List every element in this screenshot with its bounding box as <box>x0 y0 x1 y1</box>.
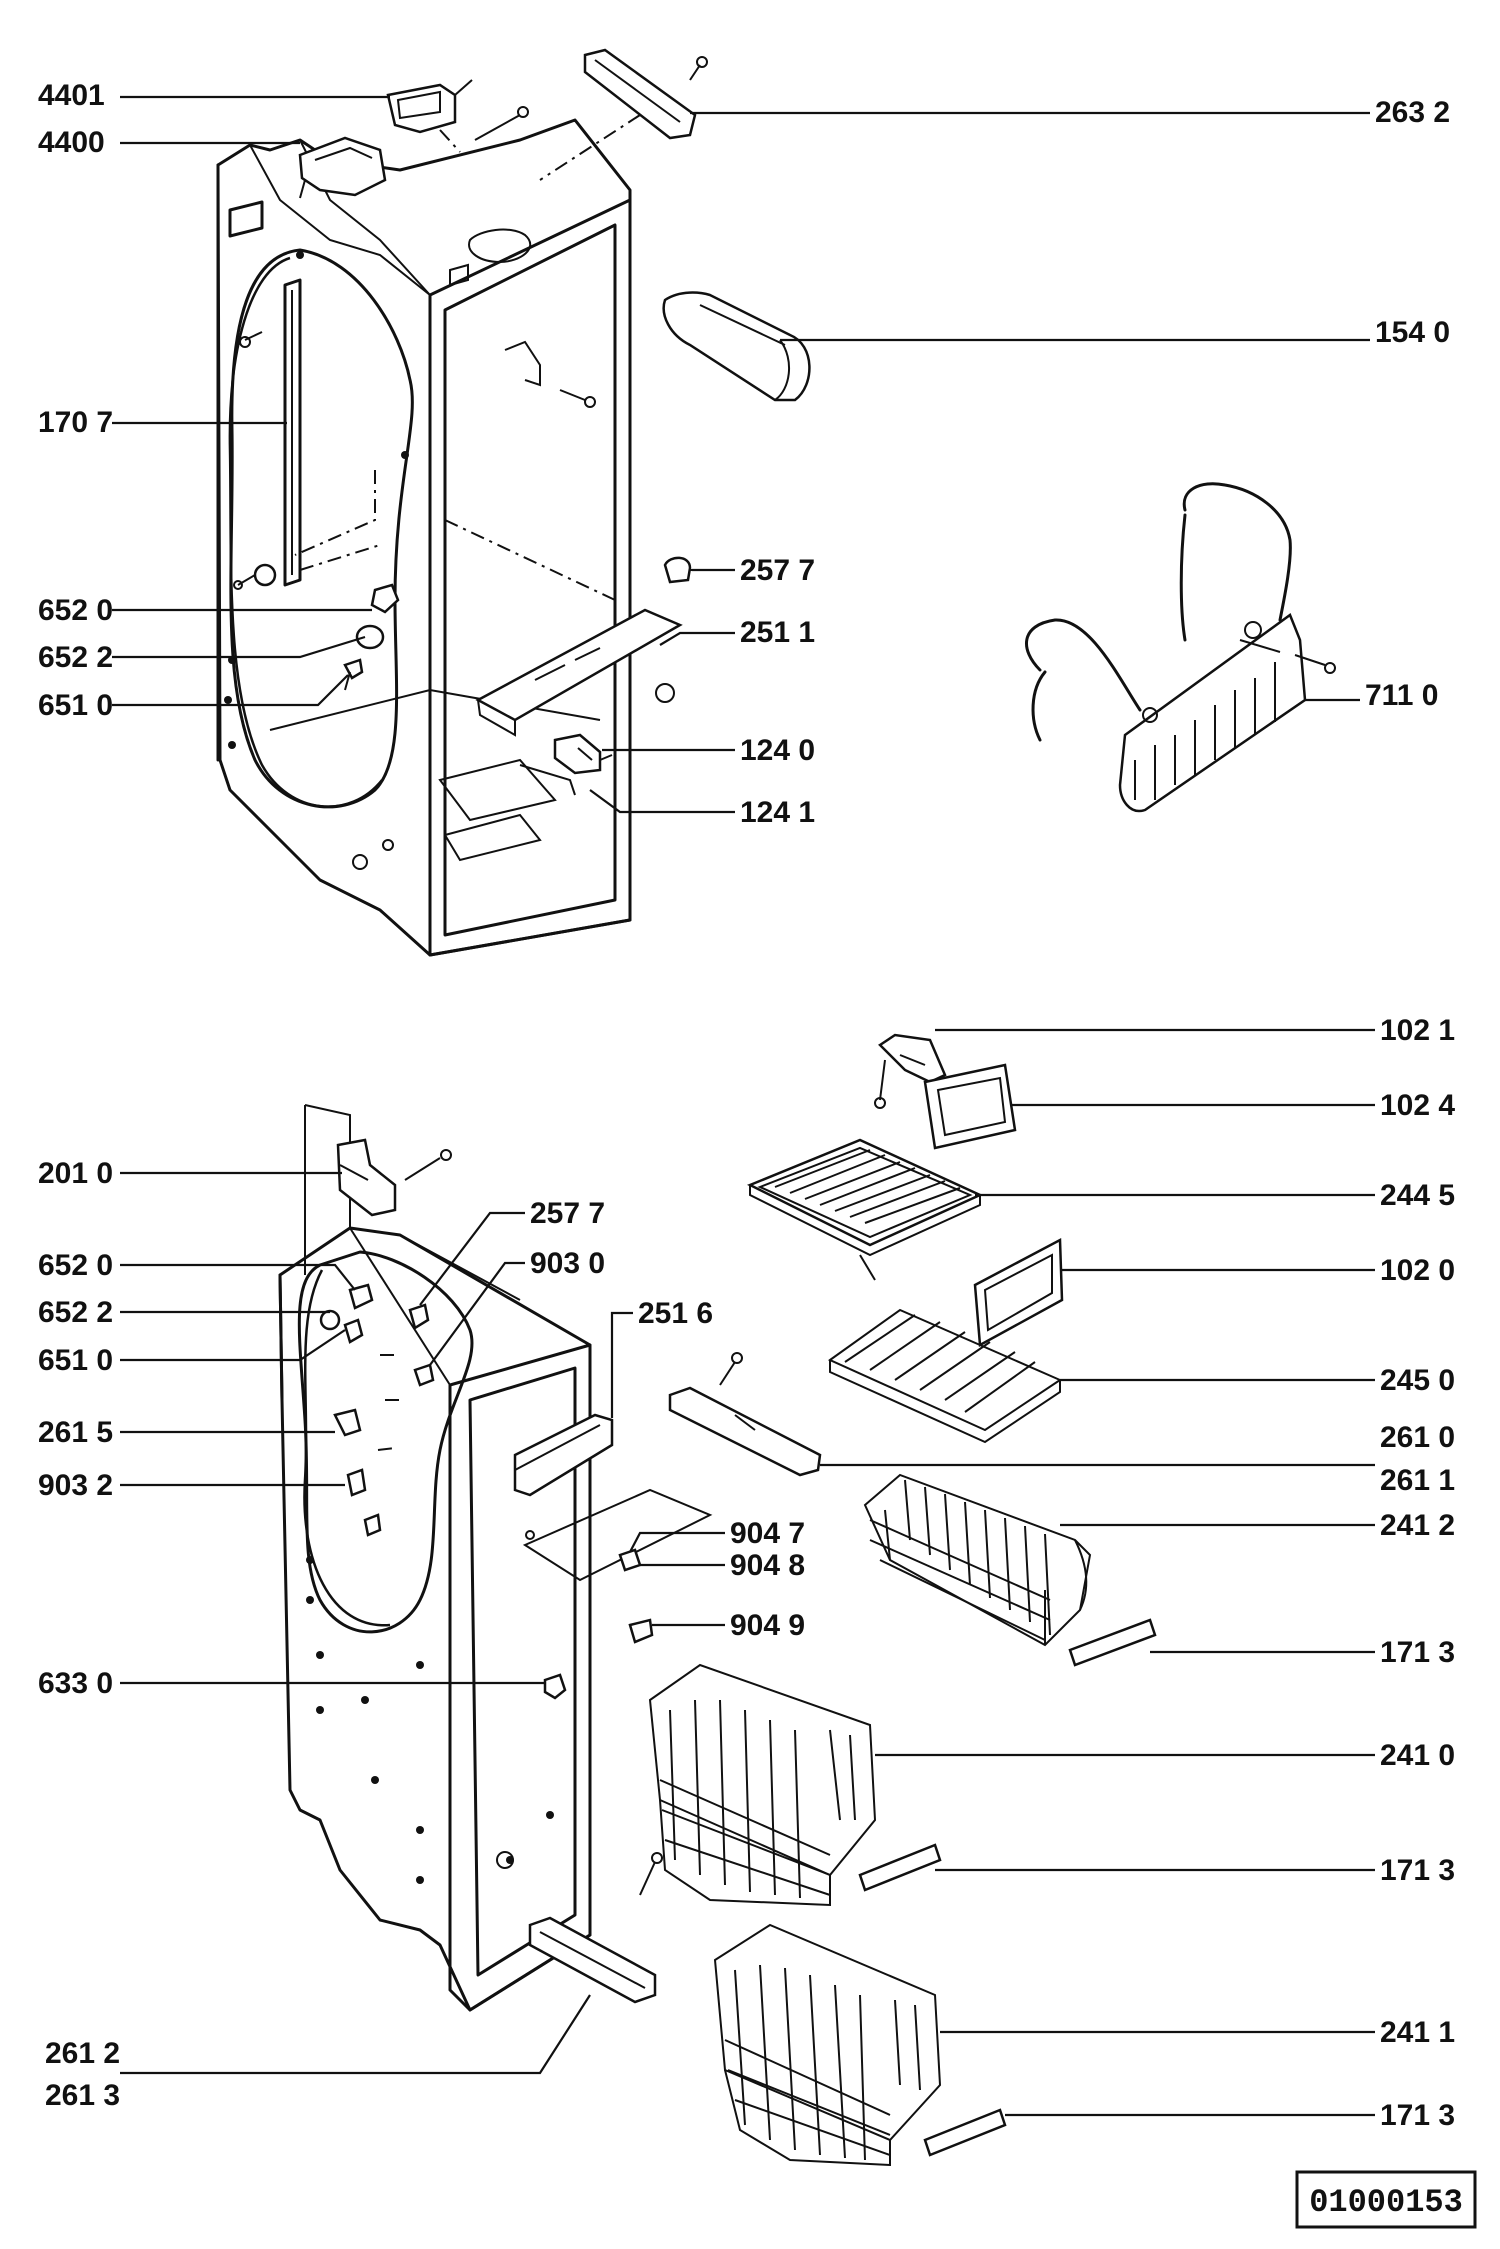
label-2615: 261 5 <box>38 1416 113 1449</box>
label-6520-lower: 652 0 <box>38 1249 113 1282</box>
label-6510-lower: 651 0 <box>38 1344 113 1377</box>
label-9049: 904 9 <box>730 1609 805 1642</box>
label-6330: 633 0 <box>38 1667 113 1700</box>
label-2445: 244 5 <box>1380 1179 1455 1212</box>
bottle-rack-drawing <box>1025 482 1336 813</box>
callout-labels: 4401 4400 263 2 154 0 170 7 257 7 251 1 … <box>38 79 1455 2132</box>
label-1713-c: 171 3 <box>1380 2099 1455 2132</box>
label-2010: 201 0 <box>38 1157 113 1190</box>
label-6522-lower: 652 2 <box>38 1296 113 1329</box>
label-2511: 251 1 <box>740 616 815 649</box>
label-2411: 241 1 <box>1380 2016 1455 2049</box>
label-4400: 4400 <box>38 126 105 159</box>
leader-lines <box>112 95 1375 2117</box>
label-1024: 102 4 <box>1380 1089 1455 1122</box>
diagram-code-badge: 01000153 <box>1295 2170 1477 2229</box>
label-1713-a: 171 3 <box>1380 1636 1455 1669</box>
label-2611: 261 1 <box>1380 1464 1455 1497</box>
label-1713-b: 171 3 <box>1380 1854 1455 1887</box>
label-9048: 904 8 <box>730 1549 805 1582</box>
label-2577-upper: 257 7 <box>740 554 815 587</box>
label-1021: 102 1 <box>1380 1014 1455 1047</box>
basket-2411 <box>713 1923 942 2167</box>
label-2613: 261 3 <box>45 2079 120 2112</box>
basket-2412 <box>863 1473 1092 1647</box>
label-1241: 124 1 <box>740 796 815 829</box>
label-2516: 251 6 <box>638 1297 713 1330</box>
label-4401: 4401 <box>38 79 105 112</box>
upper-cabinet-drawing <box>216 48 811 957</box>
shelves-and-baskets-drawing <box>648 1033 1157 2167</box>
label-6510-upper: 651 0 <box>38 689 113 722</box>
label-2412: 241 2 <box>1380 1509 1455 1542</box>
label-7110: 711 0 <box>1365 679 1438 712</box>
label-9032: 903 2 <box>38 1469 113 1502</box>
label-9030: 903 0 <box>530 1247 605 1280</box>
basket-2410 <box>648 1663 877 1907</box>
label-1707: 170 7 <box>38 406 113 439</box>
label-2610: 261 0 <box>1380 1421 1455 1454</box>
label-2612: 261 2 <box>45 2037 120 2070</box>
label-6522-upper: 652 2 <box>38 641 113 674</box>
label-1020: 102 0 <box>1380 1254 1455 1287</box>
label-2632: 263 2 <box>1375 96 1450 129</box>
diagram-code: 01000153 <box>1309 2184 1463 2221</box>
label-1540: 154 0 <box>1375 316 1450 349</box>
label-2577-lower: 257 7 <box>530 1197 605 1230</box>
label-1240: 124 0 <box>740 734 815 767</box>
lower-cabinet-drawing <box>278 1104 713 2012</box>
label-2410: 241 0 <box>1380 1739 1455 1772</box>
label-2450: 245 0 <box>1380 1364 1455 1397</box>
label-6520-upper: 652 0 <box>38 594 113 627</box>
label-9047: 904 7 <box>730 1517 805 1550</box>
